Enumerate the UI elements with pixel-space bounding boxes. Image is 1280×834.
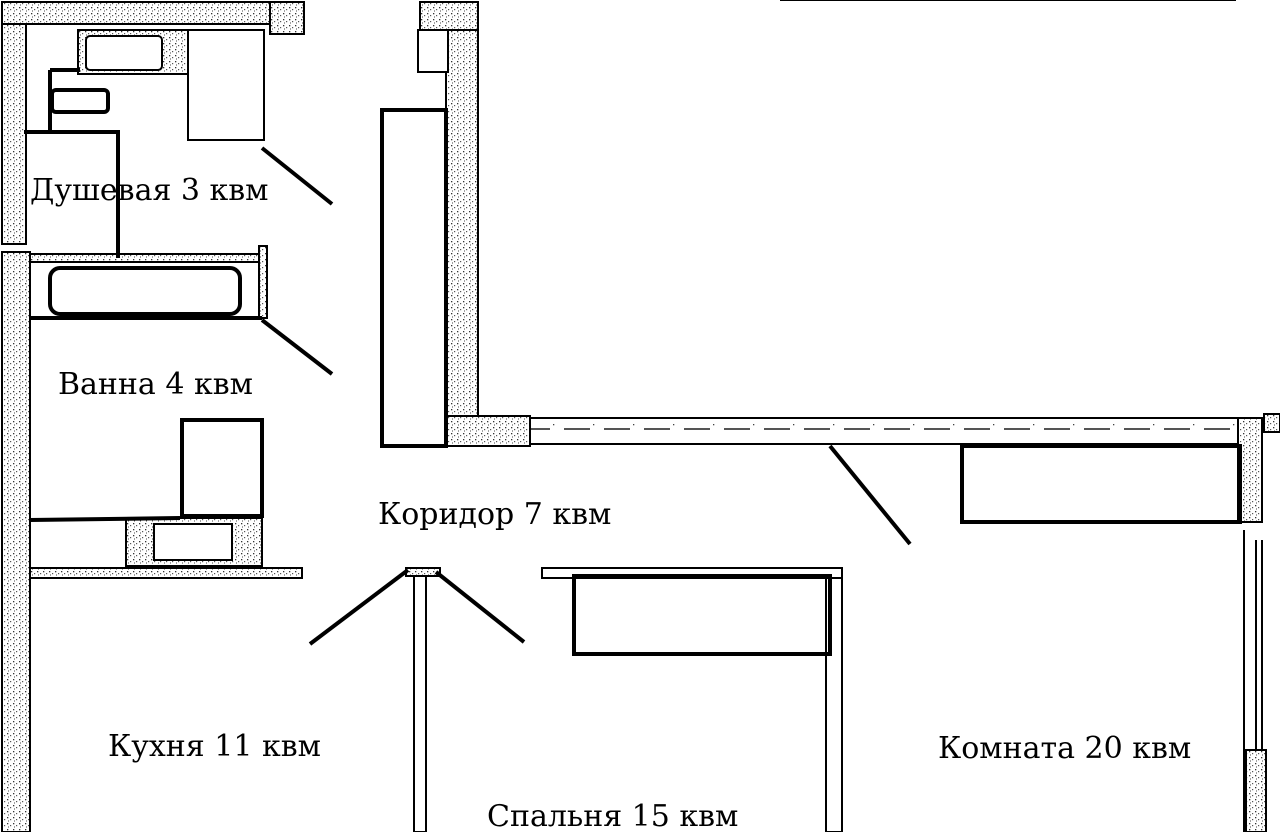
- bath-door: [260, 318, 334, 376]
- bedroom-door: [434, 570, 526, 644]
- room-label-bath: Ванна 4 квм: [58, 367, 253, 402]
- corridor-wall-vertical: [445, 1, 479, 419]
- room-label-living: Комната 20 квм: [938, 731, 1192, 766]
- top-right-block: [419, 1, 479, 31]
- kitchen-door: [308, 568, 410, 646]
- kitchen-sink-basin: [153, 523, 233, 561]
- kitchen-appliance-icon: [180, 418, 264, 518]
- toilet-icon: [50, 88, 110, 114]
- living-cabinet-icon: [960, 444, 1242, 524]
- door-swings: [260, 146, 912, 646]
- top-wall: [1, 1, 271, 25]
- room-label-kitchen: Кухня 11 квм: [108, 729, 321, 764]
- room-label-corridor: Коридор 7 квм: [378, 497, 612, 532]
- door-post: [405, 567, 441, 577]
- bath-wall-right: [258, 245, 268, 319]
- bathtub-icon: [48, 266, 242, 316]
- shower-sink-basin: [85, 35, 163, 71]
- bedroom-wall-left: [413, 571, 427, 832]
- room-label-bedroom: Спальня 15 квм: [487, 799, 739, 834]
- shower-tray-outline: [24, 68, 120, 258]
- partitions: [29, 29, 843, 832]
- living-top-wall: [529, 417, 1243, 445]
- corridor-wall-corner: [445, 415, 531, 447]
- fixtures: [24, 29, 1242, 656]
- shower-door: [260, 146, 334, 206]
- room-label-shower: Душевая 3 квм: [30, 173, 269, 208]
- living-door: [828, 444, 912, 546]
- bedroom-cabinet-icon: [572, 574, 832, 656]
- left-wall-upper: [1, 23, 27, 245]
- top-niche: [417, 29, 449, 73]
- shower-bath-partition: [29, 253, 267, 263]
- shower-cabinet-wall: [187, 29, 265, 141]
- right-windows: [1243, 413, 1280, 832]
- wardrobe-icon: [380, 108, 448, 448]
- top-wall-block: [269, 1, 305, 35]
- kitchen-top-partition: [29, 567, 303, 579]
- left-wall-lower: [1, 251, 31, 832]
